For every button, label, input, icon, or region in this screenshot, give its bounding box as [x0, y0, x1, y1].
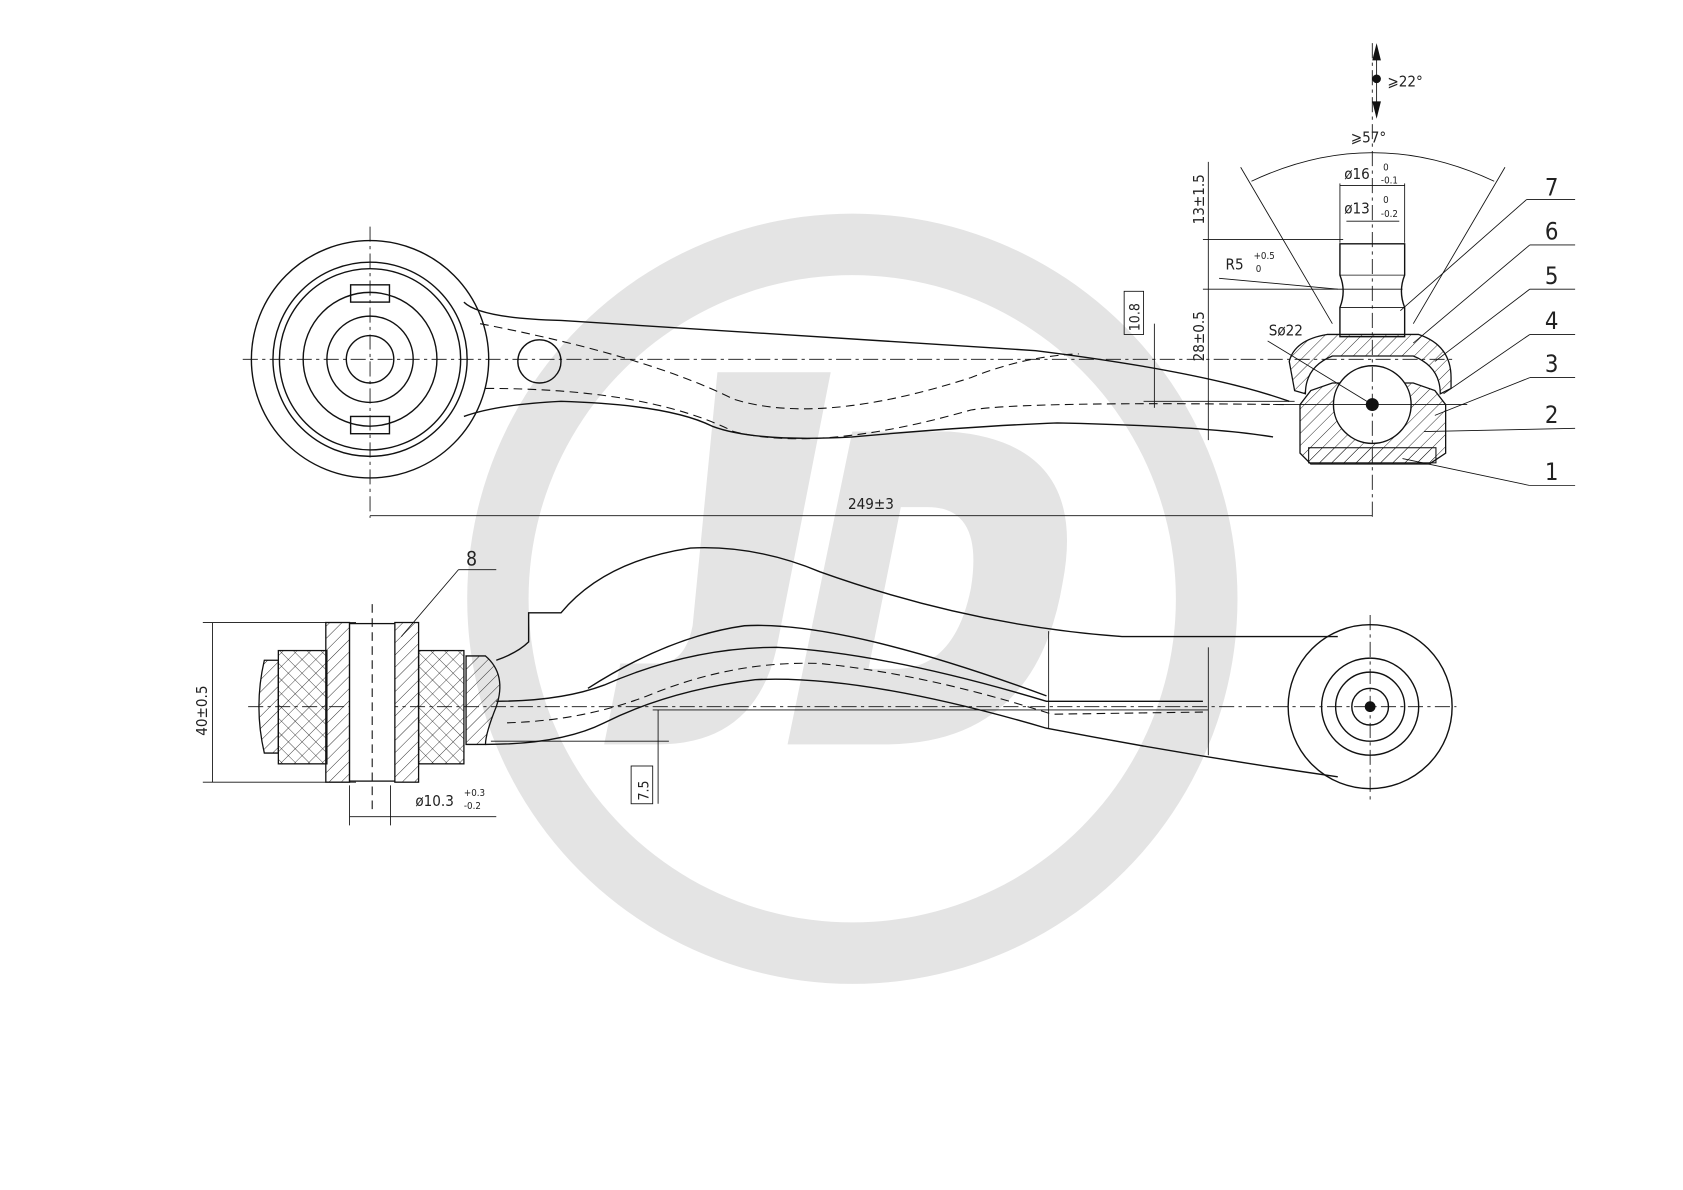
- top-view: ⩾22° ⩾57° ø16 0 -0.1 ø13 0 -0.2 13±1.5 2…: [242, 43, 1576, 518]
- dim-d13-tol-upper: 0: [1383, 195, 1389, 206]
- part-2-label: 2: [1545, 401, 1559, 429]
- dim-40: 40±0.5: [193, 686, 211, 736]
- side-view: 40±0.5 ø10.3 +0.3 -0.2 7.5 8: [193, 547, 1457, 826]
- dim-r5-tol-lower: 0: [1256, 264, 1262, 275]
- dim-d16-tol-lower: -0.1: [1381, 175, 1398, 186]
- dim-d16-tol-upper: 0: [1383, 162, 1389, 173]
- dim-d13-tol-lower: -0.2: [1381, 209, 1398, 220]
- part-5-label: 5: [1545, 262, 1559, 290]
- bushing-section: [258, 604, 501, 810]
- dim-r5-tol-upper: +0.5: [1254, 251, 1275, 262]
- part-callouts-top: 7 6 5 4 3 2 1: [1400, 173, 1576, 486]
- watermark-logo: [467, 213, 1238, 984]
- bushing-eye-top: [250, 239, 490, 479]
- dim-d16: ø16: [1344, 165, 1370, 183]
- dim-length: 249±3: [848, 495, 894, 513]
- tilt-indicator: ⩾22°: [1372, 43, 1423, 119]
- ball-joint-eye-side: [1287, 614, 1453, 804]
- swing-angle-label: ⩾57°: [1351, 128, 1386, 146]
- dim-7-5: 7.5: [636, 780, 652, 800]
- part-8-label: 8: [466, 547, 477, 570]
- dim-d13: ø13: [1344, 200, 1370, 218]
- dim-28: 28±0.5: [1190, 311, 1208, 361]
- part-7-label: 7: [1545, 173, 1559, 201]
- part-3-label: 3: [1545, 350, 1559, 378]
- dim-10-8: 10.8: [1127, 303, 1143, 331]
- dim-bore-tol-upper: +0.3: [464, 788, 485, 799]
- dim-bore-tol-lower: -0.2: [464, 801, 481, 812]
- part-1-label: 1: [1545, 458, 1559, 486]
- part-4-label: 4: [1545, 307, 1559, 335]
- dim-sphere: Sø22: [1269, 322, 1303, 340]
- part-6-label: 6: [1545, 218, 1559, 246]
- dim-13: 13±1.5: [1190, 174, 1208, 224]
- tilt-angle-label: ⩾22°: [1387, 72, 1422, 90]
- dim-bore: ø10.3: [415, 792, 454, 810]
- dim-r5: R5: [1226, 256, 1244, 274]
